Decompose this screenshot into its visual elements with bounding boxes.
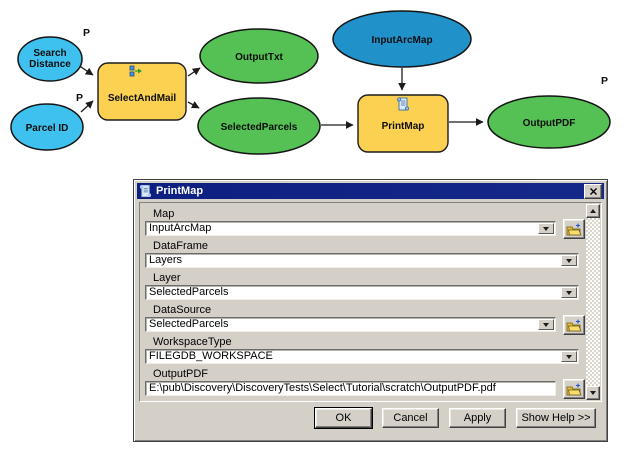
dialog-title: PrintMap [156,185,204,197]
parameters-panel: Map InputArcMap [139,202,602,402]
apply-button[interactable]: Apply [449,408,506,428]
node-output-txt[interactable]: OutputTxt [199,28,319,84]
dialog-titlebar[interactable]: PrintMap [137,183,604,199]
script-icon [139,184,152,198]
field-workspacetype: WorkspaceType FILEGDB_WORKSPACE [145,336,579,364]
node-output-pdf[interactable]: OutputPDF [487,95,611,149]
scroll-up-button[interactable] [586,204,600,218]
dropdown-arrow-icon[interactable] [561,351,577,362]
field-label-outputpdf: OutputPDF [153,368,209,380]
workspacetype-combobox[interactable]: FILEGDB_WORKSPACE [145,349,579,364]
field-rows: Map InputArcMap [140,203,585,401]
dataframe-value: Layers [149,254,183,266]
field-label-datasource: DataSource [153,304,212,316]
ok-button[interactable]: OK [314,407,373,429]
svg-text:Parcel ID: Parcel ID [26,123,69,134]
workspacetype-value: FILEGDB_WORKSPACE [149,350,273,362]
dropdown-arrow-icon[interactable] [561,287,577,298]
field-outputpdf: OutputPDF E:\pub\Discovery\DiscoveryTest… [145,368,585,399]
close-button[interactable] [584,183,602,199]
outputpdf-browse-button[interactable] [563,379,585,399]
node-select-and-mail[interactable]: SelectAndMail [97,62,187,121]
open-folder-icon [566,319,582,331]
connector-arrow [187,101,200,109]
datasource-combobox[interactable]: SelectedParcels [145,317,556,332]
show-help-button[interactable]: Show Help >> [516,408,596,428]
model-icon [129,65,142,77]
map-combobox[interactable]: InputArcMap [145,221,556,236]
outputpdf-value: E:\pub\Discovery\DiscoveryTests\Select\T… [149,382,496,394]
map-value: InputArcMap [149,222,212,234]
svg-text:Search: Search [33,48,66,59]
connector-arrow [187,67,201,77]
dataframe-combobox[interactable]: Layers [145,253,579,268]
outputpdf-input[interactable]: E:\pub\Discovery\DiscoveryTests\Select\T… [145,381,556,396]
dialog-buttons: OK Cancel Apply Show Help >> [314,407,596,429]
dropdown-arrow-icon[interactable] [561,255,577,266]
scrollbar[interactable] [586,204,600,400]
map-browse-button[interactable] [563,219,585,239]
svg-text:InputArcMap: InputArcMap [371,35,432,46]
node-input-arcmap[interactable]: InputArcMap [332,10,472,68]
parameter-marker: P [76,92,83,104]
field-map: Map InputArcMap [145,208,585,239]
chevron-up-icon [590,209,596,213]
parameter-marker: P [83,27,90,39]
open-folder-icon [566,223,582,235]
connector-arrow [80,100,94,113]
printmap-dialog: PrintMap Map InputArcMap [133,179,608,442]
field-label-workspacetype: WorkspaceType [153,336,232,348]
modelbuilder-diagram: Search Distance P Parcel ID P SelectAndM… [10,10,611,155]
node-print-map[interactable]: PrintMap [357,94,449,153]
layer-combobox[interactable]: SelectedParcels [145,285,579,300]
script-icon [396,97,409,111]
scroll-down-button[interactable] [586,386,600,400]
cancel-button[interactable]: Cancel [382,408,439,428]
node-selected-parcels[interactable]: SelectedParcels [197,97,321,155]
parameter-marker: P [601,75,608,87]
layer-value: SelectedParcels [149,286,229,298]
svg-text:OutputPDF: OutputPDF [523,118,576,129]
field-dataframe: DataFrame Layers [145,240,579,268]
node-search-distance[interactable]: Search Distance [17,36,83,82]
field-label-layer: Layer [153,272,181,284]
field-label-map: Map [153,208,175,220]
datasource-browse-button[interactable] [563,315,585,335]
field-datasource: DataSource SelectedParcels [145,304,585,335]
datasource-value: SelectedParcels [149,318,229,330]
svg-text:Distance: Distance [29,59,71,70]
dropdown-arrow-icon[interactable] [538,319,554,330]
open-folder-icon [566,383,582,395]
field-label-dataframe: DataFrame [153,240,209,252]
chevron-down-icon [590,391,596,395]
svg-text:PrintMap: PrintMap [382,121,425,132]
svg-text:SelectedParcels: SelectedParcels [221,122,298,133]
svg-text:SelectAndMail: SelectAndMail [108,93,177,104]
svg-text:OutputTxt: OutputTxt [235,52,283,63]
node-parcel-id[interactable]: Parcel ID [10,103,84,151]
dropdown-arrow-icon[interactable] [538,223,554,234]
field-layer: Layer SelectedParcels [145,272,579,300]
close-icon [589,187,597,195]
